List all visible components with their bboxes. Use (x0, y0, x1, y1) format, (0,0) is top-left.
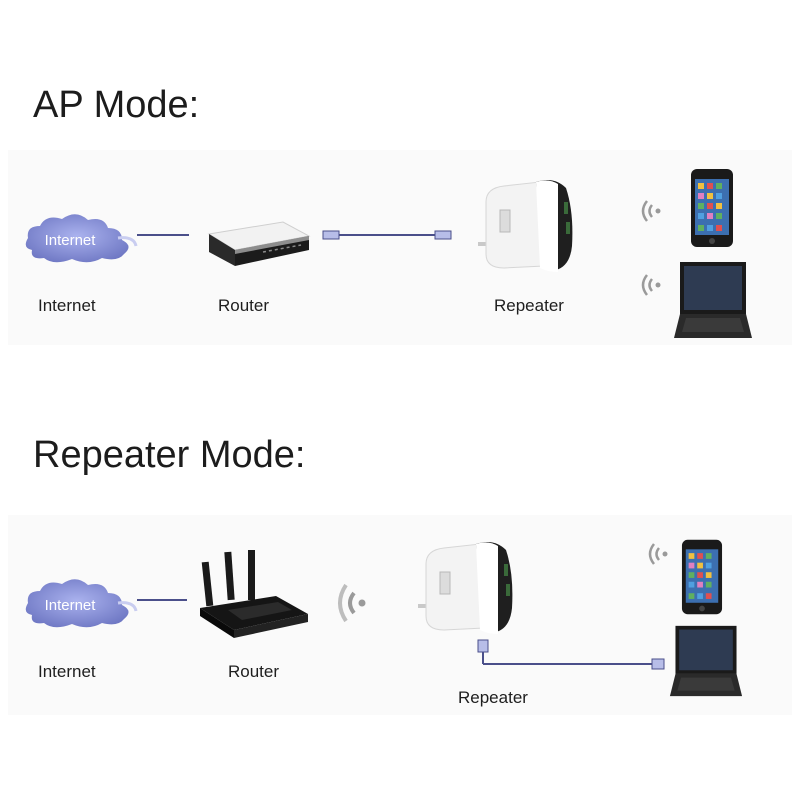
ap-mode-title: AP Mode: (33, 84, 200, 126)
repeater-mode-panel (8, 515, 792, 715)
ap-label-repeater: Repeater (494, 296, 564, 315)
ap-label-router: Router (218, 296, 270, 315)
internet-router-cable (137, 599, 187, 601)
repeater-label-repeater: Repeater (458, 688, 528, 707)
internet-router-cable (137, 234, 189, 236)
cloud-text: Internet (45, 232, 97, 249)
router-box-icon (205, 216, 311, 268)
smartphone-icon (690, 168, 734, 248)
wifi-signal-icon (638, 196, 664, 226)
laptop-icon (672, 260, 754, 340)
repeater-plug-icon (474, 172, 584, 277)
ap-mode-panel (8, 150, 792, 345)
repeater-plug-icon (414, 534, 524, 639)
wifi-signal-icon (638, 270, 664, 300)
internet-cloud-icon: Internet (22, 575, 138, 630)
wifi-signal-icon (334, 580, 370, 626)
smartphone-icon (681, 537, 723, 617)
wifi-signal-icon (646, 540, 670, 568)
laptop-icon (666, 624, 746, 698)
internet-cloud-icon: Internet (22, 210, 138, 265)
router-antenna-icon (198, 548, 310, 643)
repeater-label-internet: Internet (38, 662, 96, 681)
repeater-mode-title: Repeater Mode: (33, 434, 306, 476)
ethernet-cable (476, 639, 666, 670)
repeater-label-router: Router (228, 662, 280, 681)
ethernet-cable (322, 229, 453, 241)
cloud-text: Internet (45, 597, 97, 614)
ap-label-internet: Internet (38, 296, 96, 315)
